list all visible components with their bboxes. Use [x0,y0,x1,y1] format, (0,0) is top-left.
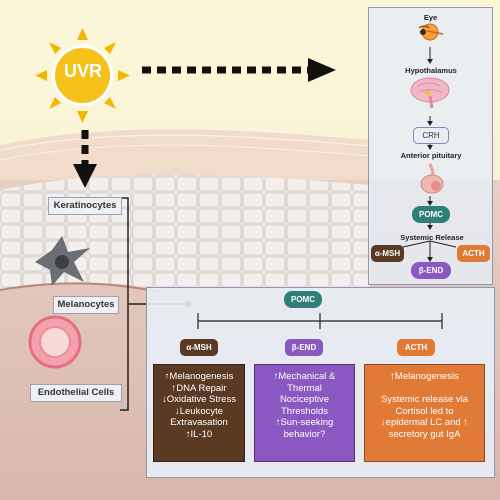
anterior-pituitary-label: Anterior pituitary [400,151,462,160]
effect-line-spacer [365,383,484,395]
effect-line: ↓epidermal LC and ↑ [380,417,469,428]
eye-label: Eye [423,13,438,22]
blood-vessel-illustration [28,315,82,369]
eye-icon [418,23,444,41]
systemic-release-label: Systemic Release [400,233,464,242]
effect-line: secretory gut IgA [388,428,461,440]
alpha-msh-effects-box: ↑Melanogenesis ↑DNA Repair ↓Oxidative St… [153,364,245,462]
pomc-box-systemic: POMC [412,206,450,223]
beta-end-box-systemic: β-END [411,262,451,279]
effect-line: ↑IL-10 [185,428,213,440]
uvr-to-skin-arrow [73,130,97,188]
beta-end-label: β-END [285,339,323,356]
keratinocytes-label: Keratinocytes [48,197,122,215]
pituitary-icon [420,163,444,194]
beta-end-effects-box: ↑Mechanical & Thermal Nociceptive Thresh… [254,364,355,462]
effect-line: ↓Oxidative Stress [162,394,236,405]
alpha-msh-box-systemic: α-MSH [371,245,404,262]
acth-label: ACTH [397,339,435,356]
acth-effects-box: ↑Melanogenesis Systemic release via Cort… [364,364,485,462]
skin-pomc-bracket [197,313,443,329]
effect-line: behavior? [283,428,326,440]
effect-line: Extravasation [170,417,228,428]
effect-line: ↑Melanogenesis [390,371,459,382]
melanocytes-label: Melanocytes [53,296,119,314]
melanocyte-cell-illustration [35,236,90,286]
effect-line: Thresholds [281,405,328,417]
uvr-label: UVR [63,61,102,81]
effect-line: Systemic release via [380,394,469,405]
alpha-msh-label: α-MSH [180,339,218,356]
endothelial-cells-label: Endothelial Cells [30,384,122,402]
effect-line: Thermal [287,382,322,394]
brain-icon [410,77,450,109]
uvr-to-eye-arrow [142,58,336,82]
acth-box-systemic: ACTH [457,245,490,262]
effect-line: ↑DNA Repair [171,382,227,394]
crh-box: CRH [413,127,449,144]
effect-line: ↑Melanogenesis [164,371,234,382]
effect-line: Cortisol led to [395,405,454,417]
effect-line: Nociceptive [279,394,330,405]
hypothalamus-label: Hypothalamus [405,66,457,75]
pomc-box-skin: POMC [284,291,322,308]
hpa-pathway-arrows [402,47,457,262]
effect-line: ↓Leukocyte [174,405,224,417]
effect-line: ↑Mechanical & [273,371,336,382]
effect-line: ↑Sun-seeking [275,417,334,428]
sun-icon [35,28,130,123]
